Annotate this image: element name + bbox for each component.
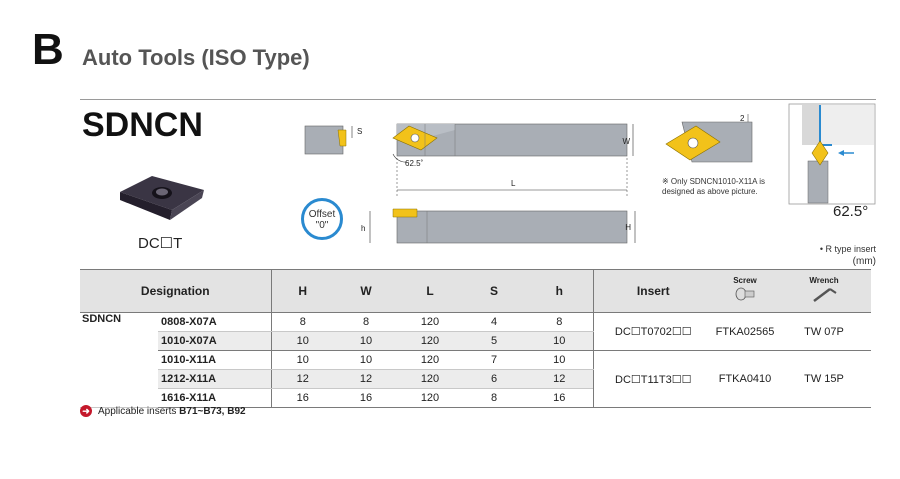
designation-cell: 1010-X11A (158, 350, 271, 370)
designation-cell: 1616-X11A (158, 388, 271, 408)
dim-s-label: S (357, 127, 362, 136)
detail-view: 2 (665, 114, 753, 163)
design-note: ※ Only SDNCN1010-X11A is designed as abo… (662, 177, 766, 196)
cell-h-upper: 16 (270, 388, 334, 408)
cell-l: 120 (398, 350, 462, 370)
cell-l: 120 (398, 388, 462, 408)
cell-l: 120 (398, 331, 462, 351)
table-row: 1010-X07A 10 10 120 5 10 (80, 331, 871, 351)
designation-cell: 0808-X07A (158, 312, 271, 332)
dim-w-label: W (622, 137, 630, 146)
dim-angle-label: 62.5˚ (405, 159, 424, 168)
cell-h-lower: 12 (526, 369, 593, 389)
insert-shape-label: DC☐T (138, 235, 183, 252)
table-row: 1212-X11A 12 12 120 6 12 (80, 369, 871, 389)
holder-top-view: W 62.5˚ L (392, 123, 634, 196)
screw-cell: FTKA02565 (713, 312, 777, 351)
table-row: 1616-X11A 16 16 120 8 16 (80, 388, 871, 408)
wrench-icon (813, 288, 837, 302)
section-title: Auto Tools (ISO Type) (82, 45, 310, 70)
unit-label: (mm) (852, 256, 876, 267)
header-l: L (398, 269, 462, 313)
dim-l-label: L (511, 179, 516, 188)
section-letter: B (32, 25, 64, 74)
cell-h-lower: 10 (526, 350, 593, 370)
header-s: S (462, 269, 526, 313)
holder-end-view: S (304, 125, 362, 155)
cell-w: 8 (334, 312, 398, 332)
header-w: W (334, 269, 398, 313)
cell-s: 8 (462, 388, 526, 408)
cell-h-lower: 8 (526, 312, 593, 332)
insert-cell: DC☐T11T3☐☐ (592, 350, 713, 408)
cell-h-upper: 10 (270, 350, 334, 370)
cell-s: 6 (462, 369, 526, 389)
arrow-right-icon: ➜ (80, 405, 92, 417)
offset-badge: Offset "0" (301, 198, 343, 240)
cell-w: 16 (334, 388, 398, 408)
insert-cell: DC☐T0702☐☐ (592, 312, 713, 351)
spec-table: Designation H W L S h Insert Screw Wrenc… (80, 269, 871, 408)
header-h-lower: h (526, 269, 593, 313)
header-screw-label: Screw (733, 276, 757, 285)
table-row: 1010-X11A 10 10 120 7 10 DC☐T11T3☐☐ FTKA… (80, 350, 871, 408)
cell-l: 120 (398, 312, 462, 332)
offset-badge-line2: "0" (315, 220, 329, 231)
wrench-cell: TW 15P (777, 350, 871, 408)
applicable-inserts-label: Applicable inserts (98, 406, 177, 417)
insert-photo (120, 176, 204, 220)
cell-h-lower: 16 (526, 388, 593, 408)
table-row: SDNCN 0808-X07A 8 8 120 4 8 DC☐T0702☐☐ F… (80, 312, 871, 408)
series-cell: SDNCN (80, 312, 158, 408)
screw-cell: FTKA0410 (713, 350, 777, 408)
dim-two-label: 2 (740, 114, 745, 123)
cell-w: 12 (334, 369, 398, 389)
approach-angle-label: 62.5° (833, 203, 869, 220)
dim-h-label: H (625, 223, 631, 232)
cell-s: 5 (462, 331, 526, 351)
header-h-upper: H (270, 269, 334, 313)
cell-h-upper: 8 (270, 312, 334, 332)
cell-h-lower: 10 (526, 331, 593, 351)
header-designation: Designation (80, 269, 271, 313)
dim-h-small-label: h (361, 224, 365, 233)
cell-w: 10 (334, 331, 398, 351)
rtype-note: • R type insert (819, 244, 876, 254)
model-title: SDNCN (82, 106, 203, 144)
offset-badge-line1: Offset (308, 209, 336, 220)
wrench-cell: TW 07P (777, 312, 871, 351)
header-wrench-label: Wrench (809, 276, 839, 285)
applicable-inserts-value: B71~B73, B92 (179, 406, 246, 417)
application-view (788, 103, 876, 205)
screw-icon (735, 287, 755, 301)
header-insert: Insert (592, 269, 713, 313)
cell-l: 120 (398, 369, 462, 389)
holder-side-view: h H (361, 208, 636, 244)
header-wrench: Wrench (777, 269, 871, 313)
header-screw: Screw (713, 269, 777, 313)
table-header-row: Designation H W L S h Insert Screw Wrenc… (80, 269, 871, 313)
cell-s: 7 (462, 350, 526, 370)
header-divider (80, 99, 876, 100)
cell-s: 4 (462, 312, 526, 332)
applicable-inserts: Applicable inserts B71~B73, B92 (98, 406, 246, 418)
cell-h-upper: 12 (270, 369, 334, 389)
designation-cell: 1010-X07A (158, 331, 271, 351)
designation-cell: 1212-X11A (158, 369, 271, 389)
cell-h-upper: 10 (270, 331, 334, 351)
cell-w: 10 (334, 350, 398, 370)
